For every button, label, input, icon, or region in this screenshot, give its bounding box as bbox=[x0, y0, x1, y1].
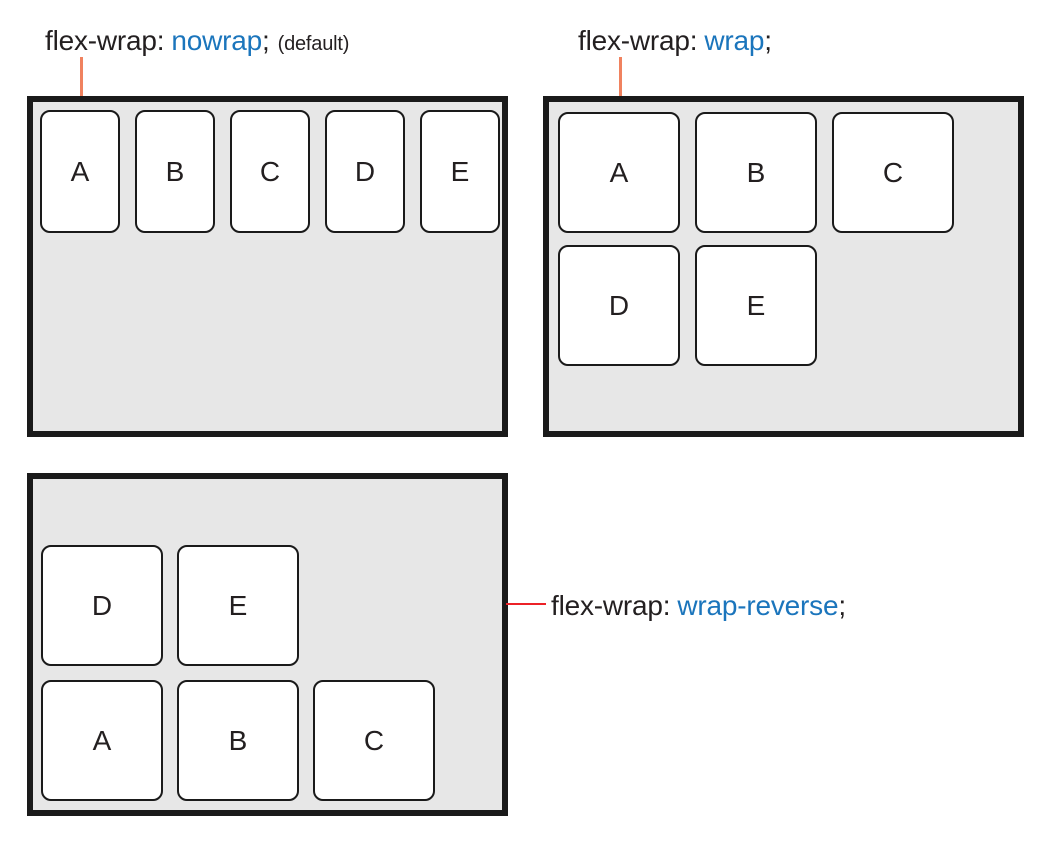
label-default-note: (default) bbox=[277, 33, 350, 55]
label-flex-wrap-wrap: flex-wrap:wrap; bbox=[578, 24, 772, 57]
label-suffix: ; bbox=[838, 590, 846, 621]
label-value: nowrap bbox=[171, 25, 263, 56]
label-flex-wrap-wrap-reverse: flex-wrap:wrap-reverse; bbox=[551, 589, 846, 622]
flex-container-nowrap: A B C D E bbox=[27, 96, 508, 437]
flex-item-e: E bbox=[177, 545, 299, 666]
flex-item-e: E bbox=[420, 110, 500, 233]
flex-item-e: E bbox=[695, 245, 817, 366]
flex-item-d: D bbox=[41, 545, 163, 666]
connector-line-wrap-reverse bbox=[506, 603, 546, 605]
flex-item-b: B bbox=[177, 680, 299, 801]
flex-container-wrap: A B C D E bbox=[543, 96, 1024, 437]
flex-item-a: A bbox=[41, 680, 163, 801]
label-suffix: ; bbox=[764, 25, 772, 56]
connector-line-wrap bbox=[619, 57, 622, 97]
label-value: wrap-reverse bbox=[677, 590, 839, 621]
label-property: flex-wrap: bbox=[578, 25, 698, 56]
flex-item-a: A bbox=[558, 112, 680, 233]
flex-item-c: C bbox=[832, 112, 954, 233]
flex-container-wrap-reverse: A B C D E bbox=[27, 473, 508, 816]
label-property: flex-wrap: bbox=[45, 25, 165, 56]
flex-item-a: A bbox=[40, 110, 120, 233]
label-suffix: ; bbox=[262, 25, 270, 56]
connector-line-nowrap bbox=[80, 57, 83, 97]
flex-item-b: B bbox=[695, 112, 817, 233]
flex-item-d: D bbox=[558, 245, 680, 366]
label-value: wrap bbox=[704, 25, 765, 56]
label-property: flex-wrap: bbox=[551, 590, 671, 621]
flex-item-c: C bbox=[230, 110, 310, 233]
flex-item-c: C bbox=[313, 680, 435, 801]
label-flex-wrap-nowrap: flex-wrap:nowrap; (default) bbox=[45, 24, 349, 61]
flex-item-d: D bbox=[325, 110, 405, 233]
flex-item-b: B bbox=[135, 110, 215, 233]
